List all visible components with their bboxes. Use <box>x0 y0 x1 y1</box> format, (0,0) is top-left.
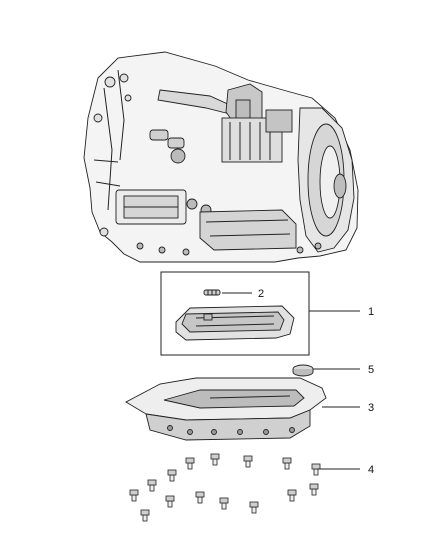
bolt-3 <box>243 455 253 468</box>
callout-2: 2 <box>258 288 264 300</box>
callout-4: 4 <box>368 464 374 476</box>
transmission-assembly <box>83 51 359 263</box>
bolt-15 <box>309 483 319 496</box>
bolt-11 <box>195 491 205 504</box>
bolt-7 <box>147 479 157 492</box>
bolt-2 <box>210 453 220 466</box>
kit-box <box>160 271 310 356</box>
bolt-13 <box>249 501 259 514</box>
callout-1: 1 <box>368 306 374 318</box>
oil-pan <box>125 377 327 441</box>
case-bolts <box>136 242 322 256</box>
callout-3: 3 <box>368 402 374 414</box>
drain-plug <box>292 364 314 377</box>
bolt-8 <box>129 489 139 502</box>
bolt-12 <box>219 497 229 510</box>
bolt-6 <box>167 469 177 482</box>
bolt-1 <box>185 457 195 470</box>
bolt-4 <box>282 457 292 470</box>
leader-lines <box>222 292 360 470</box>
bolt-10 <box>140 509 150 522</box>
filter-seal <box>203 289 221 296</box>
pan-bolts <box>129 453 321 522</box>
callout-5: 5 <box>368 364 374 376</box>
transmission-filter <box>175 305 295 341</box>
bolt-5 <box>311 463 321 476</box>
bolt-9 <box>165 495 175 508</box>
bolt-14 <box>287 489 297 502</box>
